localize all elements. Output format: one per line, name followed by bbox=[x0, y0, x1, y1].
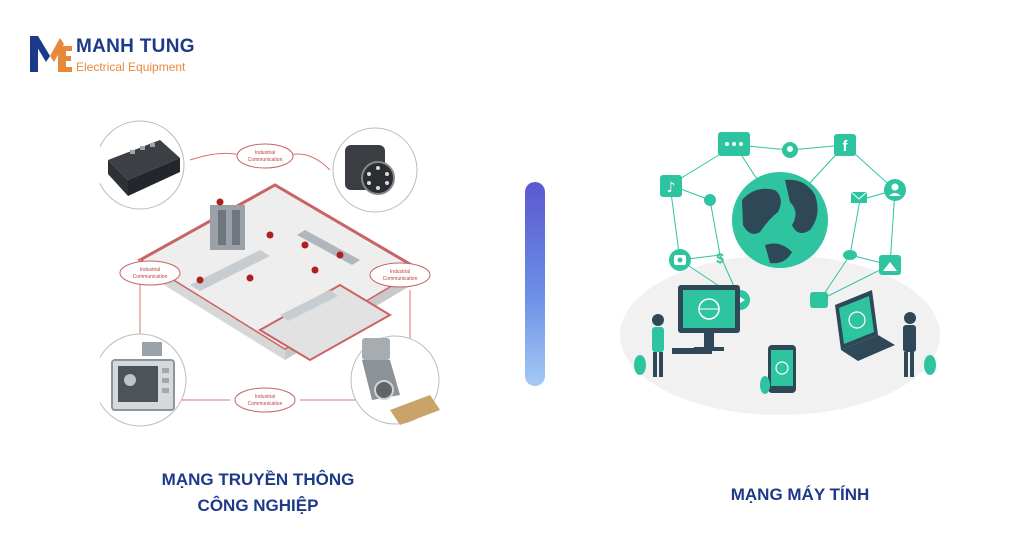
callout-bottom-line2: Communication bbox=[248, 401, 283, 407]
callout-top-line1: Industrial bbox=[255, 150, 275, 156]
callout-bottom: Industrial Communication bbox=[234, 387, 296, 413]
mail-icon bbox=[850, 191, 868, 203]
globe-icon bbox=[732, 172, 828, 268]
facebook-icon: f bbox=[834, 134, 856, 156]
sensor-badge bbox=[350, 335, 440, 425]
callout-right-line2: Communication bbox=[383, 276, 418, 282]
hmi-panel-badge bbox=[100, 333, 187, 427]
brand-name: MANH TUNG bbox=[76, 36, 195, 57]
desktop-monitor bbox=[672, 285, 740, 354]
plants bbox=[634, 355, 936, 394]
svg-text:f: f bbox=[843, 138, 849, 155]
callout-top: Industrial Communication bbox=[236, 143, 294, 169]
camera-icon bbox=[669, 249, 691, 271]
callout-left: Industrial Communication bbox=[119, 260, 181, 286]
caption-industrial-line1: MẠNG TRUYỀN THÔNG bbox=[161, 470, 355, 489]
plc-controller-badge bbox=[100, 120, 185, 210]
caption-industrial-line2: CÔNG NGHIỆP bbox=[197, 496, 319, 515]
caption-computer-network: MẠNG MÁY TÍNH bbox=[730, 485, 870, 504]
logo-mark-icon bbox=[30, 36, 72, 72]
person-left bbox=[652, 314, 664, 377]
brand-subtitle: Electrical Equipment bbox=[76, 60, 186, 74]
caption-industrial-network: MẠNG TRUYỀN THÔNG CÔNG NGHIỆP bbox=[128, 467, 388, 519]
callout-top-line2: Communication bbox=[248, 157, 283, 163]
music-note-icon: ♪ bbox=[660, 175, 682, 197]
location-pin-icon bbox=[782, 142, 798, 158]
user-profile-icon bbox=[884, 179, 906, 201]
laptop bbox=[835, 290, 895, 361]
callout-right-line1: Industrial bbox=[390, 269, 410, 275]
callout-left-line1: Industrial bbox=[140, 267, 160, 273]
smartphone bbox=[768, 345, 796, 393]
twitter-bird-icon bbox=[843, 250, 857, 260]
industrial-network-illustration: Industrial Communication Industrial Comm… bbox=[100, 120, 440, 427]
computer-network-illustration: f ♪ $ bbox=[620, 132, 940, 415]
dollar-icon: $ bbox=[716, 250, 724, 266]
svg-text:♪: ♪ bbox=[667, 180, 676, 196]
thumbs-up-icon bbox=[810, 292, 828, 308]
vertical-divider bbox=[525, 182, 545, 386]
chat-bubble-icon bbox=[718, 132, 750, 156]
callout-right: Industrial Communication bbox=[369, 262, 431, 288]
callout-bottom-line1: Industrial bbox=[255, 394, 275, 400]
callout-left-line2: Communication bbox=[133, 274, 168, 280]
brand-logo: MANH TUNG Electrical Equipment bbox=[28, 30, 228, 80]
like-heart-icon bbox=[704, 194, 716, 206]
person-right bbox=[903, 312, 916, 377]
industrial-connector-badge bbox=[332, 127, 418, 213]
image-icon bbox=[879, 255, 901, 275]
svg-text:$: $ bbox=[716, 250, 724, 266]
